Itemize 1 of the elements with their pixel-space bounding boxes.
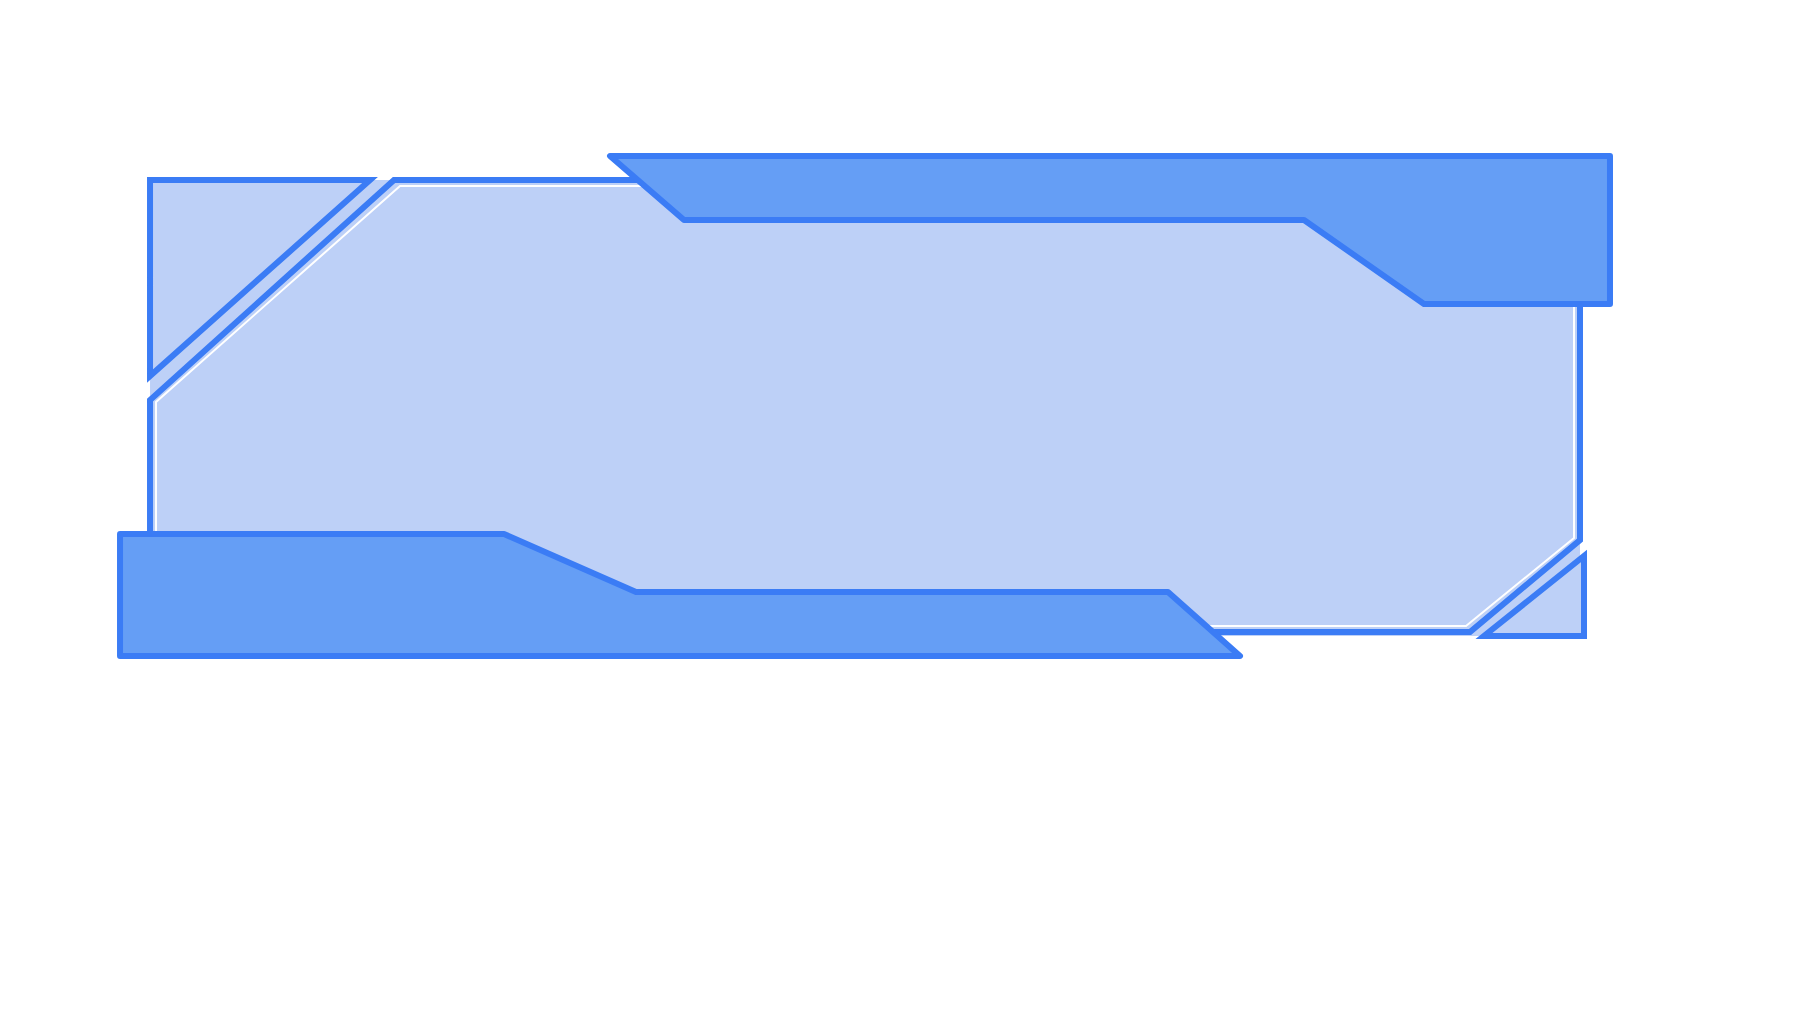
panel-frame-drawing: [117, 153, 1613, 659]
